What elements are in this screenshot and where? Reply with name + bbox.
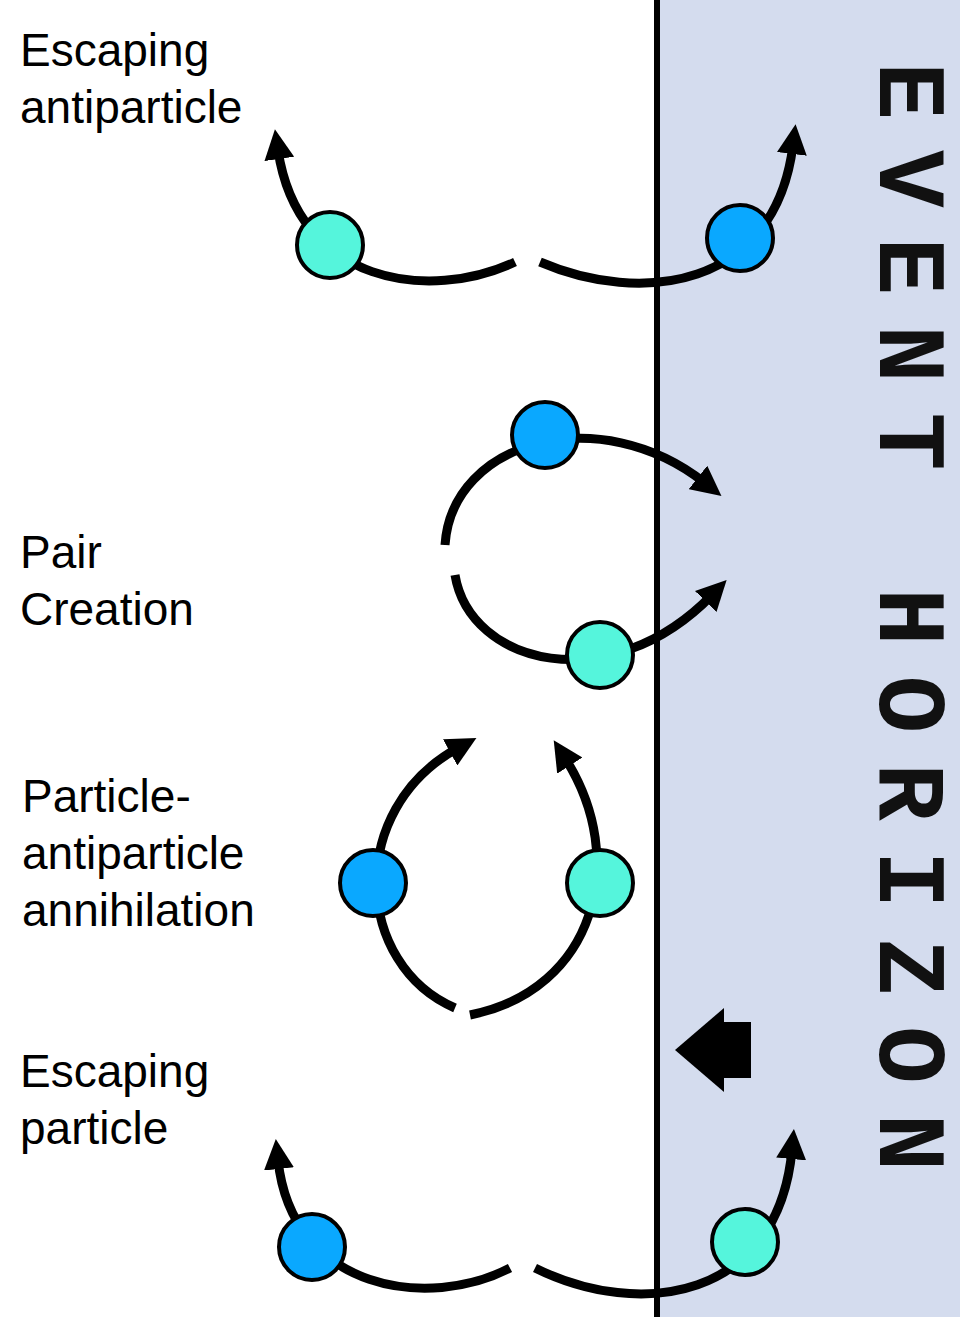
antiparticle-dot bbox=[567, 850, 633, 916]
event-horizon-band: EVENT HORIZON bbox=[660, 0, 960, 1317]
particle-dot bbox=[707, 205, 773, 271]
horizon-line bbox=[654, 0, 660, 1317]
path-arc bbox=[278, 1160, 510, 1288]
inward-arrow bbox=[675, 1008, 751, 1092]
antiparticle-dot bbox=[567, 622, 633, 688]
path-arc bbox=[278, 150, 515, 281]
side-label: Escaping antiparticle bbox=[20, 22, 270, 136]
side-label: Escaping particle bbox=[20, 1043, 270, 1157]
particle-dot bbox=[340, 850, 406, 916]
antiparticle-dot bbox=[297, 212, 363, 278]
particle-paths bbox=[278, 145, 793, 1294]
particle-dot bbox=[512, 402, 578, 468]
antiparticle-dot bbox=[712, 1209, 778, 1275]
side-label: Pair Creation bbox=[20, 524, 270, 638]
path-arc bbox=[445, 438, 705, 545]
black-hole-region bbox=[657, 0, 960, 1317]
arrow-tail bbox=[722, 1022, 751, 1078]
vertical-title: EVENT HORIZON bbox=[852, 62, 958, 1201]
particles bbox=[279, 205, 778, 1280]
path-arc bbox=[540, 145, 793, 283]
path-arc bbox=[535, 1150, 792, 1294]
side-label: Particle- antiparticle annihilation bbox=[22, 768, 272, 939]
particle-dot bbox=[279, 1214, 345, 1280]
arrow-head bbox=[675, 1008, 724, 1092]
